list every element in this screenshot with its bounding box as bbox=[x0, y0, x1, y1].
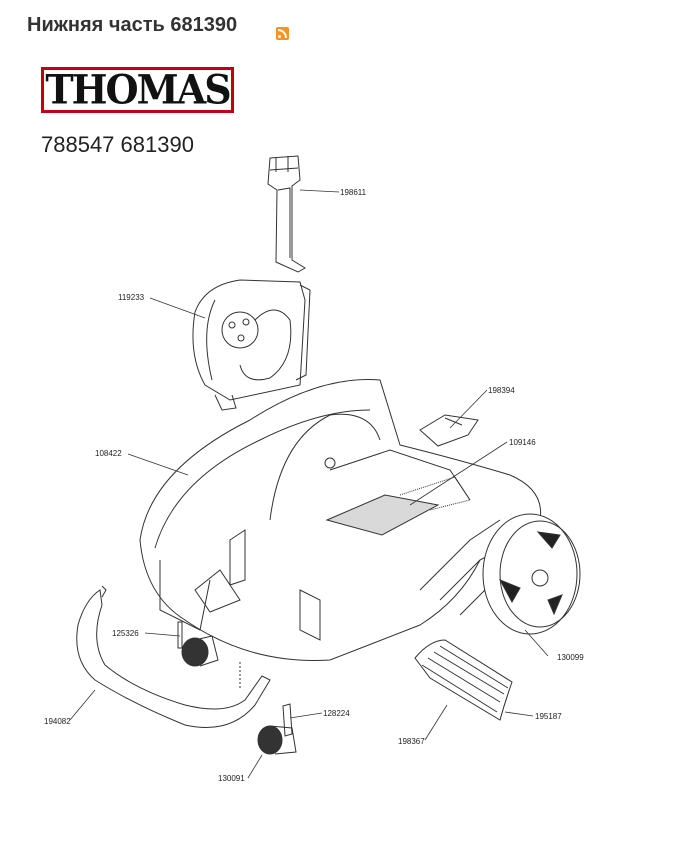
thomas-logo: THOMAS bbox=[41, 67, 234, 113]
wheel-part-130099 bbox=[482, 513, 581, 635]
part-label: 125326 bbox=[112, 629, 139, 638]
part-label: 198394 bbox=[488, 386, 515, 395]
part-label: 128224 bbox=[323, 709, 350, 718]
part-label: 194082 bbox=[44, 717, 71, 726]
part-label: 109146 bbox=[509, 438, 536, 447]
part-label: 108422 bbox=[95, 449, 122, 458]
motor-part-119233 bbox=[192, 279, 311, 411]
part-label: 130099 bbox=[557, 653, 584, 662]
cover-part-198394 bbox=[419, 414, 479, 447]
part-label: 130091 bbox=[218, 774, 245, 783]
caster-part-125326 bbox=[177, 621, 219, 667]
bumper-part-194082 bbox=[76, 585, 271, 728]
leader-lines bbox=[69, 189, 549, 779]
caster-part-130091 bbox=[257, 703, 297, 755]
model-codes: 788547 681390 bbox=[41, 132, 194, 157]
logo-text: THOMAS bbox=[45, 65, 231, 114]
page-title: Нижняя часть 681390 bbox=[27, 14, 238, 36]
part-label: 198367 bbox=[398, 737, 425, 746]
handle-part-198611 bbox=[267, 155, 306, 273]
part-label: 195187 bbox=[535, 712, 562, 721]
grille-part-198367 bbox=[414, 639, 513, 721]
part-label: 119233 bbox=[118, 293, 145, 302]
rss-feed-icon[interactable] bbox=[276, 27, 289, 40]
part-label: 198611 bbox=[340, 188, 367, 197]
part-labels: 198611 119233 198394 109146 108422 12532… bbox=[44, 188, 584, 783]
